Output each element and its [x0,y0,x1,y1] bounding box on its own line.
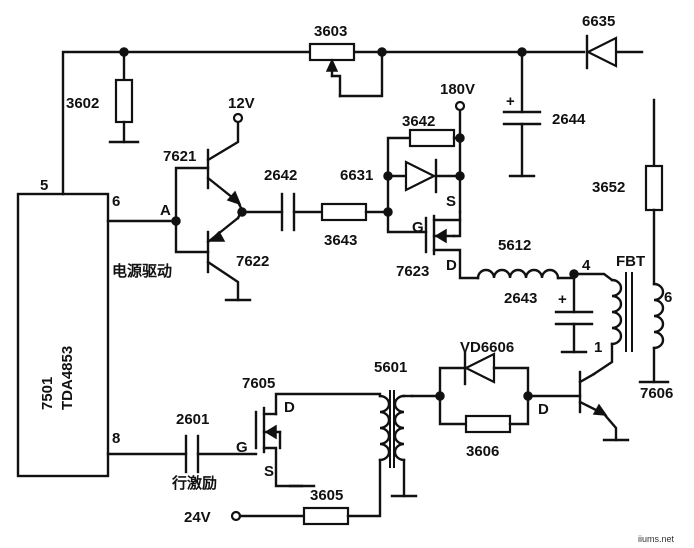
junction-dot [435,391,445,401]
c2601-label: 2601 [176,411,209,428]
plus-sign: + [506,93,515,110]
q7623-arrow [434,228,447,244]
plus-sign: + [558,291,567,308]
q7605-g-label: G [236,439,248,456]
q7605-s-label: S [264,463,274,480]
t5601-secondary [393,394,406,462]
wire [592,342,614,376]
wiper-arrow-icon [325,58,339,72]
fbt-pin6-label: 6 [664,289,672,306]
t5601-label: 5601 [374,359,407,376]
q7622-emitter-arrow [208,230,226,242]
node-a-label: A [160,202,171,219]
ic-pin8-label: 8 [112,430,120,447]
wire [346,458,382,518]
q7623-g-label: G [412,219,424,236]
q7605-label: 7605 [242,375,275,392]
r3605-label: 3605 [310,487,343,504]
fbt-label: FBT [616,253,645,270]
terminal-180v [454,100,466,112]
q7621-collector [206,120,240,162]
c2644-label: 2644 [552,111,586,128]
resistor-3652 [644,164,664,212]
power-drive-caption: 电源驱动 [112,262,172,280]
wire [386,136,412,214]
fbt-pin4-label: 4 [582,257,591,274]
wire [410,366,468,398]
ic-part-label: TDA4853 [59,346,76,410]
resistor-3602 [114,78,134,124]
fbt-primary-winding [610,278,623,346]
fbt-secondary-winding [652,282,665,350]
v180-label: 180V [440,81,475,98]
q7623-label: 7623 [396,263,429,280]
c2643-label: 2643 [504,290,537,307]
d6635-label: 6635 [582,13,615,30]
wire [492,366,530,398]
top-rail-left-wire [61,50,312,196]
q7622-label: 7622 [236,253,269,270]
wire [330,74,342,98]
diode-6606-triangle [463,352,496,384]
wire [508,394,530,426]
resistor-3643 [320,202,368,222]
resistor-3605 [302,506,350,526]
wire [438,394,468,426]
q7605-arrow [264,424,277,440]
v12-label: 12V [228,95,255,112]
ic-ref-label: 7501 [39,377,56,410]
inductor-5612 [476,268,560,280]
potentiometer-3603 [308,42,356,62]
ic-pin6-label: 6 [112,193,120,210]
bases-wire [174,166,210,254]
fbt-pin1-label: 1 [594,339,602,356]
q7623-d-label: D [446,257,457,274]
wire [602,412,618,442]
ic-pin5-label: 5 [40,177,48,194]
d6631-label: 6631 [340,167,373,184]
r3603-label: 3603 [314,23,347,40]
wire [338,50,384,98]
q7623-drain [432,248,480,280]
line-drive-caption: 行激励 [171,474,217,492]
r3606-label: 3606 [466,443,499,460]
wire [572,272,614,282]
q7605-d-label: D [284,399,295,416]
d6606-label: VD6606 [460,339,514,356]
q7621-emitter-arrow [226,190,242,206]
ic-tda4853-body [16,192,110,478]
q7606-emitter-arrow [592,403,608,416]
c2642-label: 2642 [264,167,297,184]
watermark: iiums.net [638,534,675,544]
q7623-s-label: S [446,193,456,210]
terminal-12v [232,112,244,124]
q7605-drain-wire [274,392,382,416]
q7606-label: 7606 [640,385,673,402]
q7621-label: 7621 [163,148,196,165]
resistor-3606 [464,414,512,434]
r3652-label: 3652 [592,179,625,196]
v24-label: 24V [184,509,211,526]
q7622-collector [206,260,240,302]
resistor-3642 [408,128,456,148]
q7606-collector [578,372,596,384]
gate-wire [386,210,428,234]
node-d-label: D [538,401,549,418]
wire [452,218,462,238]
t5601-primary [378,394,391,462]
diode-6635-triangle [585,36,618,68]
r3643-label: 3643 [324,232,357,249]
r3642-label: 3642 [402,113,435,130]
r3602-label: 3602 [66,95,99,112]
junction-dot [171,216,181,226]
l5612-label: 5612 [498,237,531,254]
diode-6631-triangle [404,160,437,192]
q7623-source [432,210,462,222]
